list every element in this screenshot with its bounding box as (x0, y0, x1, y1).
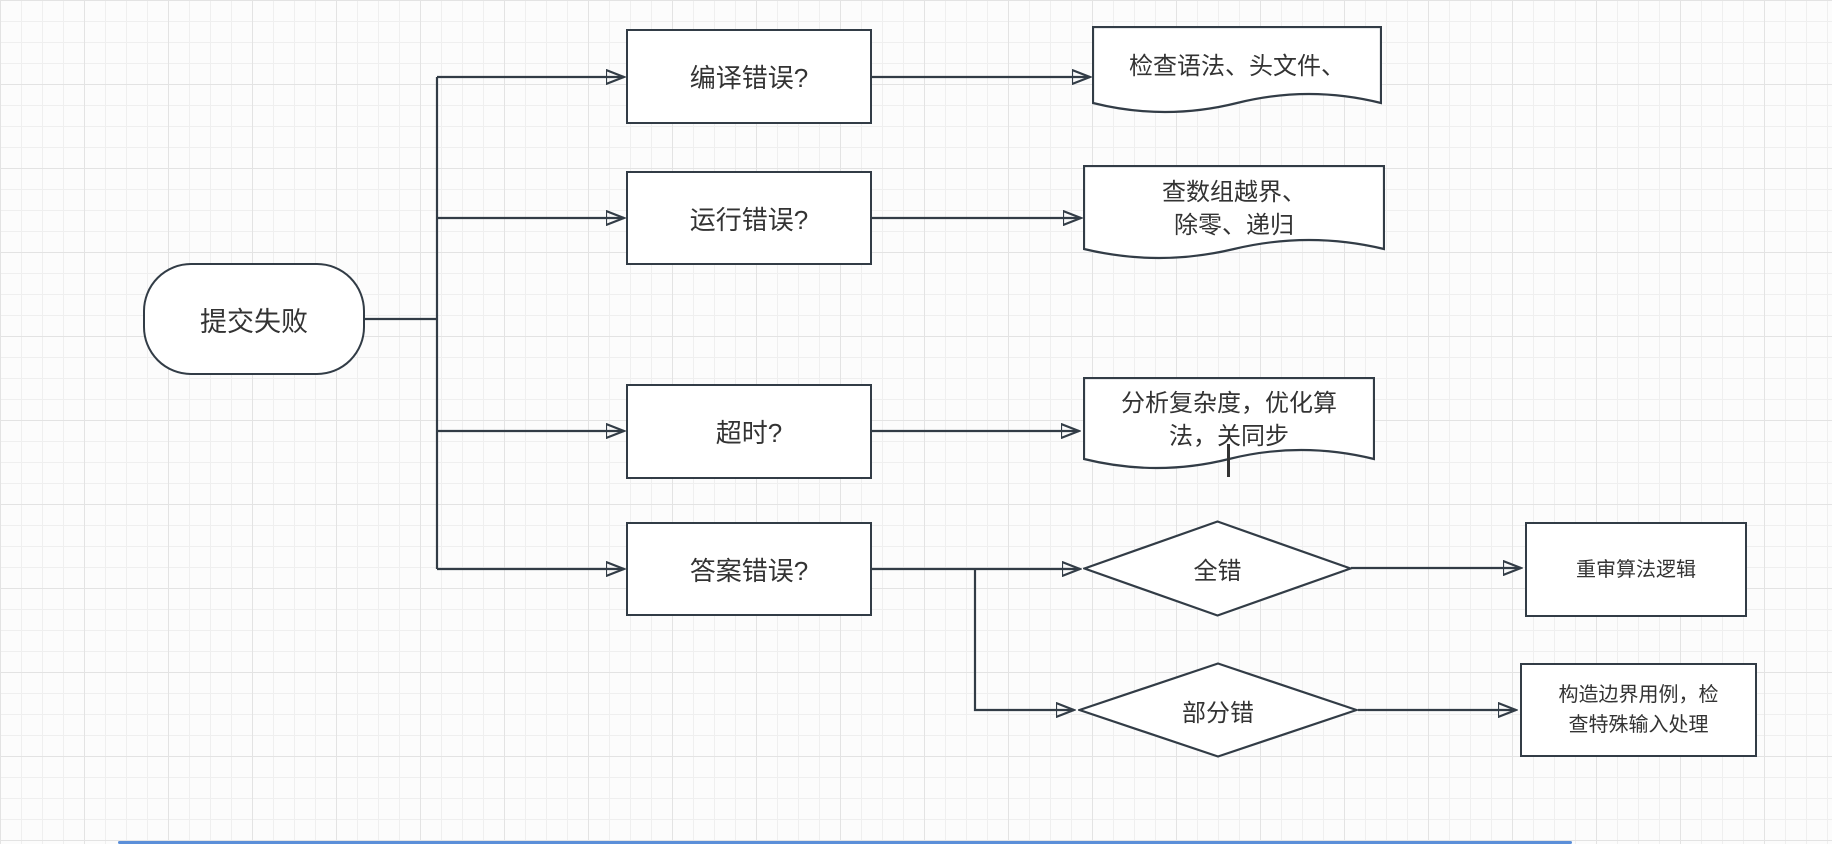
document-label: 分析复杂度，优化算 法，关同步 (1121, 387, 1337, 468)
document-label: 检查语法、头文件、 (1129, 50, 1345, 98)
connector-wrong-answer-to-partial-wrong[interactable] (973, 569, 1074, 710)
document-label-line: 分析复杂度，优化算 (1121, 390, 1337, 417)
text-caret (1227, 444, 1230, 477)
document-shape (1083, 165, 1385, 260)
process-node-boundary-cases[interactable]: 构造边界用例，检 查特殊输入处理 (1520, 663, 1757, 757)
decision-node-partial-wrong[interactable]: 部分错 (1078, 662, 1358, 758)
diamond-shape (1078, 662, 1358, 758)
process-node-review-logic[interactable]: 重审算法逻辑 (1525, 522, 1747, 617)
decision-label: 全错 (1193, 558, 1242, 585)
document-label: 查数组越界、 除零、递归 (1162, 176, 1306, 257)
process-label: 重审算法逻辑 (1576, 558, 1696, 581)
start-node-label: 提交失败 (200, 306, 308, 337)
question-node-compile-error[interactable]: 编译错误? (626, 29, 872, 124)
question-label: 答案错误? (689, 555, 809, 586)
connector-start-trunk[interactable] (365, 77, 439, 569)
document-shape (1092, 26, 1382, 114)
process-label: 构造边界用例，检 查特殊输入处理 (1559, 680, 1719, 740)
document-label-line: 除零、递归 (1174, 212, 1294, 239)
process-label-line: 构造边界用例，检 (1558, 684, 1719, 706)
document-label-line: 查数组越界、 (1162, 179, 1306, 206)
document-node-timeout-remedy[interactable]: 分析复杂度，优化算 法，关同步 (1083, 377, 1375, 478)
question-node-timeout[interactable]: 超时? (626, 384, 872, 479)
document-label-line: 检查语法、头文件、 (1129, 53, 1345, 80)
question-label: 运行错误? (689, 204, 809, 235)
question-label: 超时? (715, 418, 783, 448)
question-node-wrong-answer[interactable]: 答案错误? (626, 522, 872, 616)
question-label: 编译错误? (689, 63, 809, 93)
decision-label: 部分错 (1182, 699, 1254, 727)
diamond-shape (1083, 520, 1352, 617)
document-label-line: 法，关同步 (1169, 423, 1289, 450)
start-node-submission-failed[interactable]: 提交失败 (143, 263, 365, 375)
decision-node-all-wrong[interactable]: 全错 (1083, 520, 1352, 617)
document-node-compile-remedy[interactable]: 检查语法、头文件、 (1092, 26, 1382, 122)
horizontal-scrollbar[interactable] (118, 841, 1572, 844)
process-label-line: 查特殊输入处理 (1568, 714, 1709, 736)
question-node-runtime-error[interactable]: 运行错误? (626, 171, 872, 265)
document-node-runtime-remedy[interactable]: 查数组越界、 除零、递归 (1083, 165, 1385, 268)
